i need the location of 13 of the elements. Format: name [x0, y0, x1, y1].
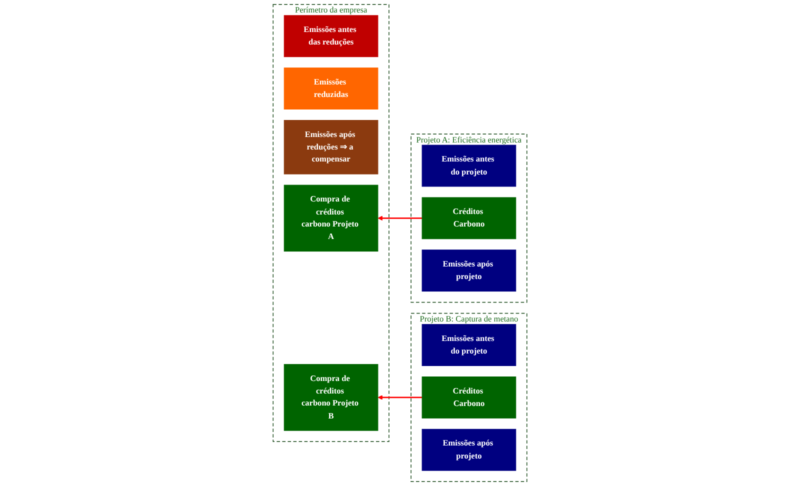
node-box: Emissões antes do projeto — [422, 144, 516, 187]
node-box: Emissões após projeto — [422, 250, 516, 292]
node-box: Emissões após projeto — [422, 428, 516, 471]
node-box: Compra de créditos carbono Projeto A — [284, 184, 378, 252]
node-box: Emissões reduzidas — [284, 68, 378, 110]
node-box: Créditos Carbono — [422, 376, 516, 418]
node-box: Emissões antes do projeto — [422, 324, 516, 366]
node-box: Emissões após reduções ⇒ a compensar — [284, 120, 378, 174]
node-box: Emissões antes das reduções — [284, 15, 378, 58]
arrow — [378, 216, 422, 221]
node-box: Créditos Carbono — [422, 197, 516, 240]
arrow — [378, 395, 422, 400]
node-box: Compra de créditos carbono Projeto B — [284, 364, 378, 431]
